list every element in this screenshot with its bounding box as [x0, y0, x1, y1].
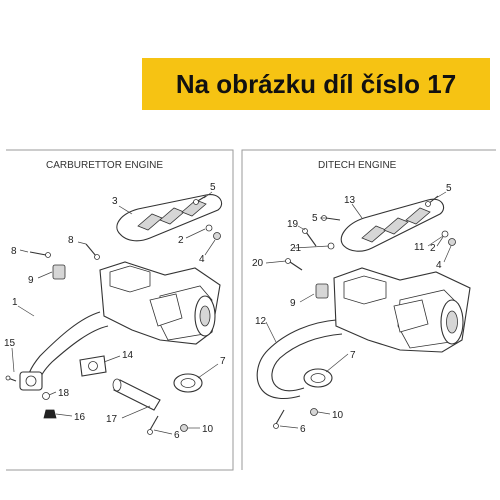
- callout-19-right: 19: [287, 219, 299, 230]
- right-panel: DITECH ENGINE: [241, 149, 496, 470]
- callout-9-right: 9: [290, 298, 296, 309]
- screw-5-right-a: [425, 195, 439, 207]
- rubber-mount-9-left: [52, 264, 66, 280]
- callout-2-left: 2: [178, 235, 184, 246]
- callout-7-left: 7: [220, 356, 226, 367]
- bolt-8-left-a: [29, 251, 51, 258]
- left-panel-frame: [6, 149, 234, 471]
- callout-4-right: 4: [436, 260, 442, 271]
- callout-11-right: 11: [414, 242, 425, 253]
- callout-2-right: 2: [430, 243, 436, 254]
- callout-8-left-b: 8: [68, 235, 74, 246]
- callout-17-left: 17: [106, 414, 118, 425]
- bolt-6-left: [147, 415, 159, 435]
- bolt-8-left-b: [85, 243, 100, 260]
- nut-10-left: [180, 424, 188, 432]
- callout-20-right: 20: [252, 258, 264, 269]
- callout-21-right: 21: [290, 243, 302, 254]
- left-panel-heading: CARBURETTOR ENGINE: [46, 160, 163, 171]
- nut-10-right: [310, 408, 318, 416]
- callout-5-right-a: 5: [446, 183, 452, 194]
- outlet-flange-7-left: [173, 373, 203, 393]
- callout-18-left: 18: [58, 388, 70, 399]
- leader-2-right: [436, 236, 444, 247]
- callout-10-right: 10: [332, 410, 344, 421]
- callout-13-right: 13: [344, 195, 356, 206]
- callout-16-left: 16: [74, 412, 86, 423]
- callout-15-left: 15: [4, 338, 16, 349]
- washer-2-right: [441, 230, 449, 238]
- bolt-20-right: [285, 258, 303, 271]
- silencer-left: [99, 261, 221, 345]
- callout-8-left-a: 8: [11, 246, 17, 257]
- callout-3-left: 3: [112, 196, 118, 207]
- callout-7-right: 7: [350, 350, 356, 361]
- callout-10-left: 10: [202, 424, 214, 435]
- stud-15-left: [5, 375, 17, 382]
- banner-text: Na obrázku díl číslo 17: [175, 68, 457, 99]
- heat-shield-right: [340, 198, 445, 252]
- washer-2-left: [205, 224, 213, 232]
- right-panel-frame: [241, 149, 496, 470]
- callout-4-left: 4: [199, 254, 205, 265]
- cap-nut-16-left: [43, 409, 57, 419]
- gasket-14-left: [79, 355, 107, 377]
- part-number-banner: Na obrázku díl číslo 17: [142, 58, 490, 110]
- callout-12-right: 12: [255, 316, 267, 327]
- callout-5-left: 5: [210, 182, 216, 193]
- bolt-19-right: [302, 228, 317, 247]
- callout-9-left: 9: [28, 275, 34, 286]
- outlet-flange-7-right: [303, 368, 333, 388]
- right-panel-heading: DITECH ENGINE: [318, 160, 397, 171]
- washer-18-left: [42, 392, 50, 400]
- left-panel: CARBURETTOR ENGINE: [4, 149, 234, 471]
- silencer-right: [333, 267, 471, 353]
- nut-4-right: [448, 238, 456, 246]
- callout-5-right-b: 5: [312, 213, 318, 224]
- flange-left: [19, 371, 43, 391]
- screw-5-left: [193, 195, 207, 205]
- callout-6-left: 6: [174, 430, 180, 441]
- bolt-6-right: [273, 409, 285, 429]
- callout-1-left: 1: [12, 297, 18, 308]
- nut-4-left: [213, 232, 221, 240]
- callout-14-left: 14: [122, 350, 134, 361]
- tail-pipe-17-left: [112, 378, 161, 411]
- exhaust-pipe-right: [256, 319, 343, 400]
- rubber-mount-9-right: [315, 283, 329, 299]
- heat-shield-left: [116, 193, 223, 242]
- callout-6-right: 6: [300, 424, 306, 435]
